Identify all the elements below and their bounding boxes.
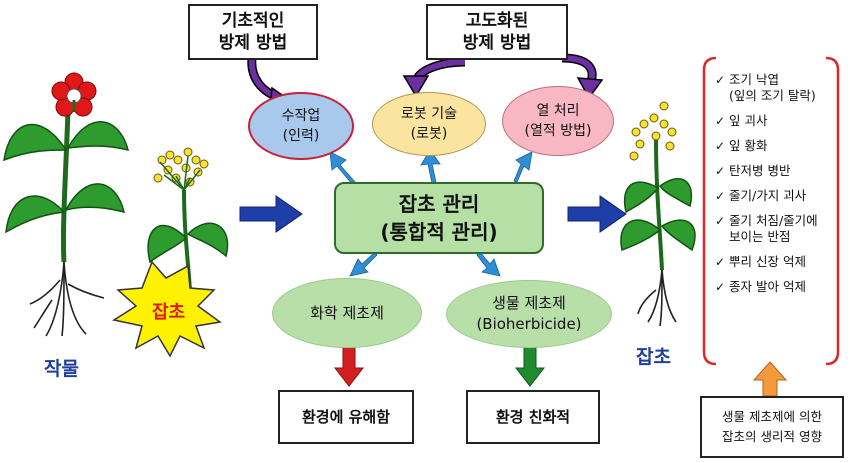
affected-weed-illustration [620, 101, 696, 327]
affected-weed-label: 잡초 [636, 346, 671, 368]
check-icon: ✓ [715, 164, 726, 178]
check-icon: ✓ [715, 189, 726, 203]
effect-item: ✓줄기 처짐/줄기에 보이는 반점 [715, 213, 818, 244]
chemical-herbicide-oval: 화학 제초제 [272, 278, 422, 348]
light-blue-arrows [329, 149, 533, 277]
check-icon: ✓ [715, 255, 726, 269]
effect-item: ✓줄기/가지 괴사 [715, 188, 807, 203]
heat-oval: 열 처리 (열적 방법) [502, 86, 614, 156]
check-icon: ✓ [715, 280, 726, 294]
effect-item: ✓종자 발아 억제 [715, 279, 806, 294]
bioherbicide-effects-list: ✓조기 낙엽 (잎의 조기 탈락) ✓잎 괴사 ✓잎 황화 ✓탄저병 병반 ✓줄… [701, 56, 841, 366]
check-icon: ✓ [715, 114, 726, 128]
harmful-outcome-box: 환경에 유해함 [278, 390, 414, 444]
effect-item: ✓잎 괴사 [715, 113, 768, 128]
crop-label: 작물 [44, 358, 79, 380]
check-icon: ✓ [715, 139, 726, 153]
robot-oval: 로봇 기술 (로봇) [372, 92, 486, 156]
weed-burst-label: 잡초 [152, 302, 186, 323]
advanced-methods-box: 고도화된 방제 방법 [426, 4, 568, 60]
check-icon: ✓ [715, 73, 726, 87]
bioherbicide-oval: 생물 제초제 (Bioherbicide) [446, 280, 612, 348]
red-down-arrow [333, 346, 365, 387]
orange-up-arrow [752, 361, 788, 397]
effect-item: ✓조기 낙엽 (잎의 조기 탈락) [715, 72, 816, 103]
effects-bracket-left [702, 56, 717, 366]
green-down-arrow [514, 346, 546, 387]
blue-arrow-right [567, 195, 627, 233]
weed-burst [112, 260, 222, 358]
weed-plant-illustration [112, 147, 229, 358]
weed-management-box: 잡초 관리 (통합적 관리) [334, 182, 544, 254]
physiological-effects-caption: 생물 제초제에 의한 잡초의 생리적 영향 [700, 396, 844, 458]
effect-item: ✓뿌리 신장 억제 [715, 254, 806, 269]
effect-item: ✓탄저병 병반 [715, 163, 791, 178]
manual-oval: 수작업 (인력) [248, 92, 354, 160]
effect-item: ✓잎 황화 [715, 138, 768, 153]
check-icon: ✓ [715, 214, 726, 228]
effects-bracket-right [825, 56, 840, 366]
blue-arrow-left [239, 195, 303, 233]
eco-friendly-outcome-box: 환경 친화적 [466, 390, 600, 444]
basic-methods-box: 기초적인 방제 방법 [188, 4, 318, 60]
crop-plant-illustration [3, 72, 130, 337]
